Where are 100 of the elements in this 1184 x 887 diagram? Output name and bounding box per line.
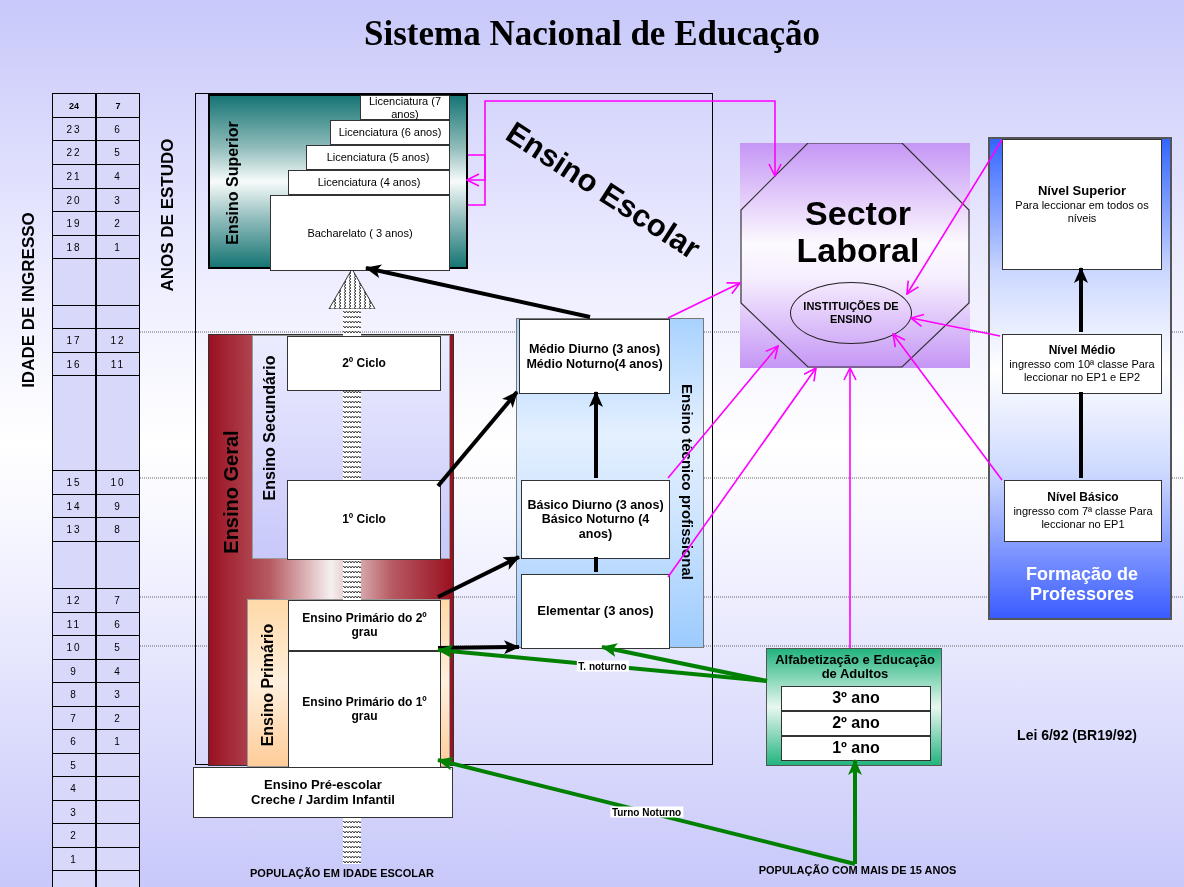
- course-box: [330, 120, 450, 145]
- table-cell: 10: [96, 470, 140, 496]
- course-box: [521, 480, 670, 559]
- table-cell: 9: [52, 659, 96, 684]
- population-label: POPULAÇÃO COM MAIS DE 15 ANOS: [735, 864, 980, 882]
- node-label: 2º ano: [832, 714, 880, 733]
- section-title: Sector Laboral: [795, 194, 921, 270]
- node-label: Básico Diurno (3 anos): [527, 497, 664, 513]
- table-cell: 8: [52, 682, 96, 708]
- table-cell: 18: [52, 235, 96, 260]
- table-cell: 11: [52, 612, 96, 637]
- arrow: [436, 390, 519, 488]
- table-cell: 4: [52, 776, 96, 802]
- table-cell: 1: [96, 729, 140, 755]
- connector-line: [594, 557, 598, 572]
- node-label: Nível Superior: [1037, 184, 1127, 200]
- table-cell: 20: [52, 188, 96, 213]
- arrow: [437, 555, 520, 599]
- node-label: Licenciatura (5 anos): [326, 151, 430, 164]
- node-label: 2º Ciclo: [342, 356, 386, 371]
- section-frame: [195, 93, 713, 765]
- table-cell: 19: [52, 211, 96, 237]
- axis-title: IDADE DE INGRESSO: [19, 212, 39, 388]
- node-label: 1º Ciclo: [342, 513, 386, 527]
- table-cell: 24: [52, 93, 96, 119]
- node-label: ingresso com 10ª classe Para leccionar no EP1 e EP2: [1008, 358, 1156, 384]
- level-box: [288, 651, 441, 768]
- section-title: Ensino Geral: [220, 430, 242, 554]
- section-panel: [208, 334, 454, 766]
- arrow: [843, 367, 857, 649]
- node-label: Ensino Pré-escolar: [264, 777, 382, 793]
- table-cell: 21: [52, 164, 96, 190]
- node-label: Para leccionar em todos os níveis: [1014, 199, 1150, 225]
- section-panel: [766, 648, 942, 766]
- table-cell: 6: [96, 117, 140, 142]
- table-cell: 6: [52, 729, 96, 755]
- section-title: Ensino técnico profissional: [678, 384, 696, 580]
- arrow: [437, 640, 520, 655]
- course-box: [519, 319, 670, 394]
- arrow: [589, 391, 603, 478]
- year-box: [781, 686, 931, 711]
- node-label: Licenciatura (7 anos): [367, 94, 443, 121]
- node-label: 3º ano: [832, 689, 880, 708]
- table-cell: 17: [52, 328, 96, 354]
- table-cell: 3: [96, 188, 140, 213]
- node-label: Elementar (3 anos): [537, 604, 654, 619]
- arrow: [667, 282, 741, 319]
- node-label: Creche / Jardim Infantil: [251, 792, 395, 808]
- octagon-panel: [740, 143, 970, 368]
- diagram-title: Sistema Nacional de Educação: [363, 14, 821, 54]
- section-title: Ensino Superior: [224, 121, 242, 245]
- table-cell: 2: [52, 823, 96, 849]
- section-panel: [516, 318, 704, 648]
- section-panel: [247, 599, 450, 767]
- year-box: [781, 736, 931, 761]
- cycle-box: [287, 480, 441, 560]
- table-cell: 14: [52, 494, 96, 519]
- table-cell: 13: [52, 517, 96, 543]
- node-label: Bacharelato ( 3 anos): [307, 226, 413, 240]
- level-box: [1004, 480, 1162, 542]
- table-cell: 16: [52, 352, 96, 377]
- node-label: INSTITUIÇÕES DE ENSINO: [802, 300, 900, 326]
- node-label: ingresso com 7ª classe Para leccionar no EP1: [1012, 505, 1154, 531]
- year-box: [781, 711, 931, 736]
- note: Lei 6/92 (BR19/92): [1017, 727, 1137, 743]
- section-title: Ensino Primário: [259, 623, 277, 747]
- table-cell: 2: [96, 211, 140, 237]
- section-panel: [208, 94, 468, 269]
- cycle-box: [287, 336, 441, 391]
- table-cell: 9: [96, 494, 140, 519]
- table-cell: 8: [96, 517, 140, 543]
- table-cell: 7: [52, 706, 96, 731]
- node-label: Licenciatura (4 anos): [317, 176, 421, 189]
- node-label: Ensino Primário do 2º grau: [301, 611, 428, 640]
- table-cell: 5: [96, 140, 140, 166]
- arrow: [667, 367, 817, 578]
- table-cell: 12: [52, 588, 96, 614]
- section-panel: [988, 137, 1172, 620]
- node-label: Licenciatura (6 anos): [338, 126, 442, 139]
- node-label: Ensino Primário do 1º grau: [301, 695, 428, 724]
- table-cell: 1: [52, 847, 96, 872]
- level-box: [193, 767, 453, 818]
- arrow: [892, 333, 1003, 481]
- arrow: [848, 759, 862, 864]
- arrow: [1074, 267, 1088, 332]
- table-cell: 4: [96, 164, 140, 190]
- edge-label: Turno Noturno: [609, 806, 684, 818]
- arrow: [906, 139, 1003, 295]
- course-box: [521, 574, 670, 649]
- table-cell: 10: [52, 635, 96, 661]
- section-title: Ensino Secundário: [261, 355, 279, 501]
- table-cell: 1: [96, 235, 140, 260]
- course-box: [306, 145, 450, 170]
- connector-line: [1079, 392, 1083, 478]
- arrow: [437, 756, 856, 866]
- node-label: 1º ano: [832, 739, 880, 758]
- table-cell: 22: [52, 140, 96, 166]
- course-box: [288, 170, 450, 195]
- node-label: Básico Noturno (4 anos): [540, 512, 651, 542]
- arrow: [601, 643, 768, 683]
